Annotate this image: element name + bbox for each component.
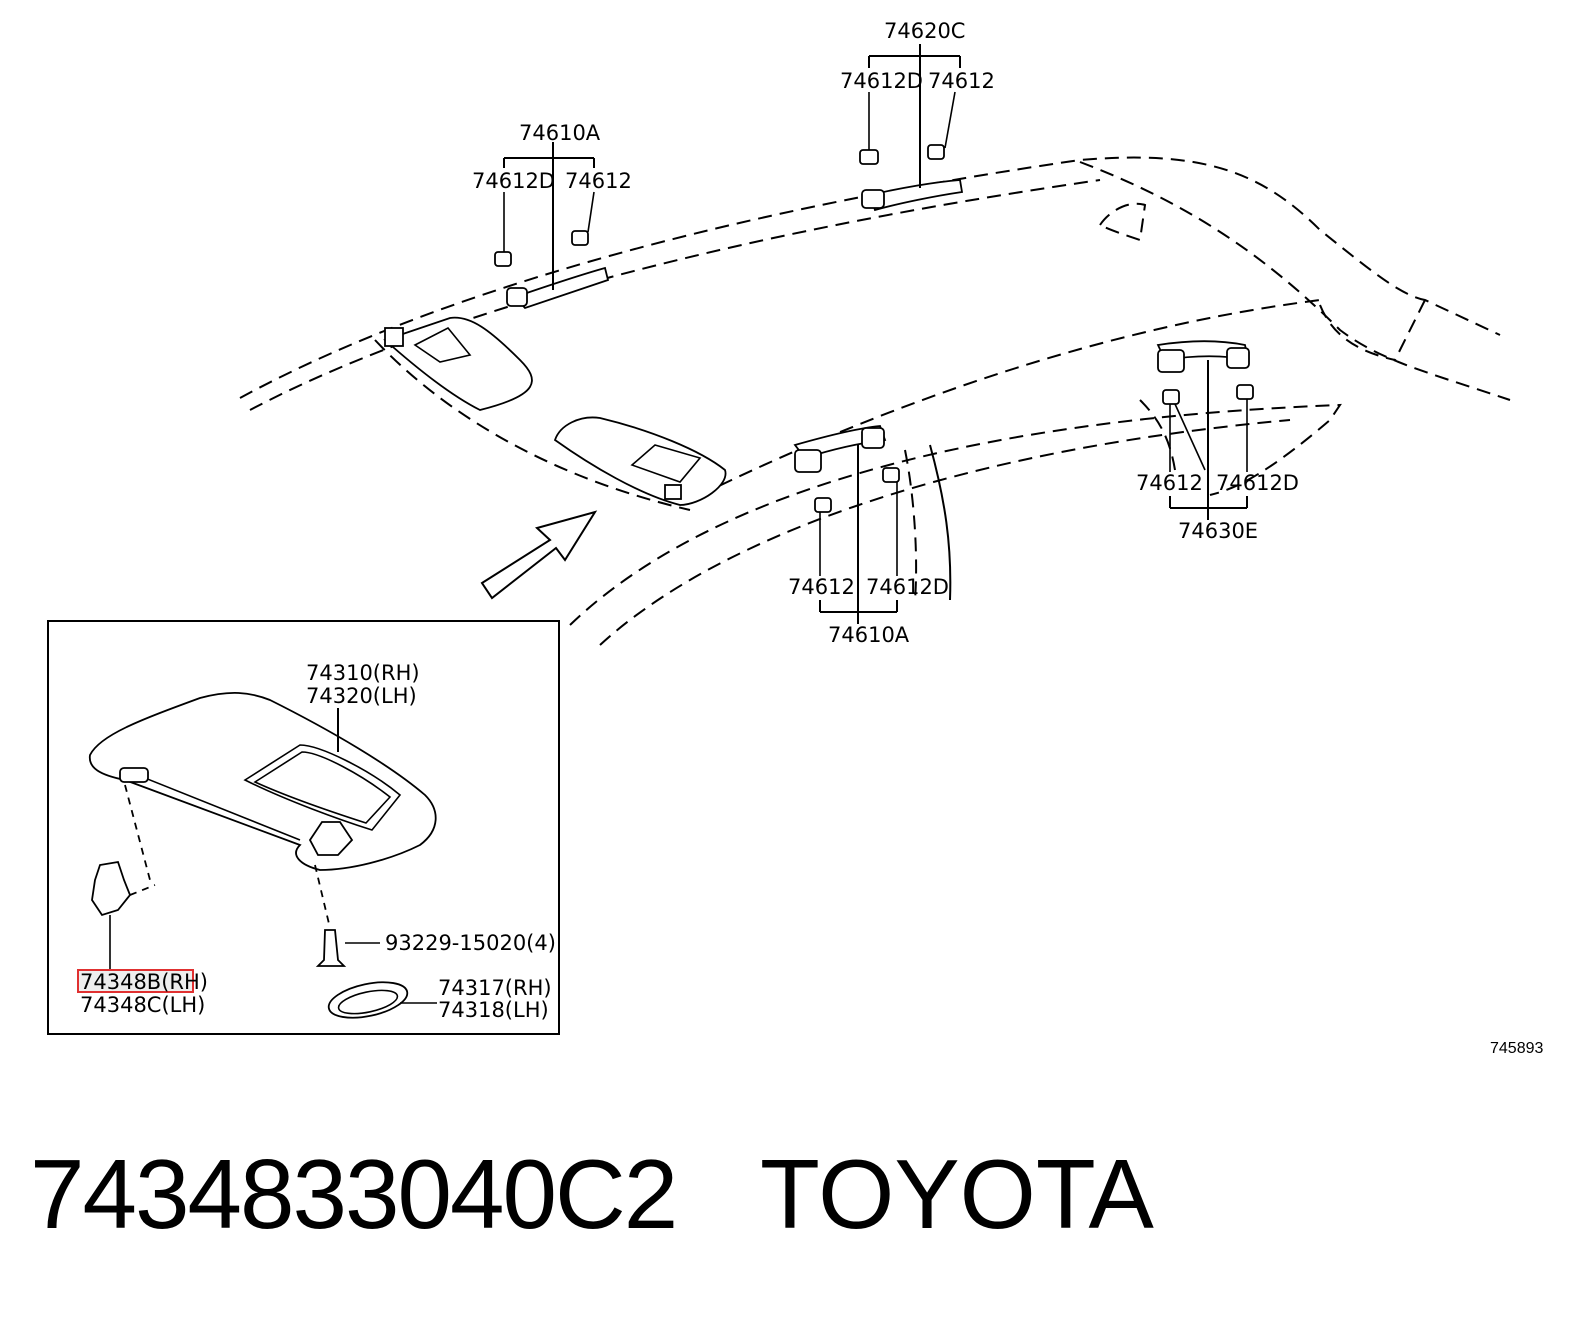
label-74317-rh: 74317(RH) — [438, 976, 552, 1000]
label-74310-rh: 74310(RH) — [306, 661, 420, 685]
label-74612: 74612 — [565, 169, 632, 193]
visor-left-roof — [383, 316, 533, 411]
label-74612D: 74612D — [1216, 471, 1299, 495]
label-74318-lh: 74318(LH) — [438, 998, 549, 1022]
arrow-icon — [480, 510, 598, 600]
label-74320-lh: 74320(LH) — [306, 684, 417, 708]
label-74612D: 74612D — [866, 575, 949, 599]
inset-screw — [315, 929, 347, 967]
label-74610A: 74610A — [828, 623, 910, 647]
brand-name: TOYOTA — [760, 1139, 1154, 1249]
label-74612D: 74612D — [840, 69, 923, 93]
label-74612: 74612 — [928, 69, 995, 93]
labels: 74620C 74612D 74612 74610A 74612D 74612 … — [77, 19, 1299, 1022]
roof-outline — [239, 156, 1511, 646]
label-74348B-rh: 74348B(RH) — [80, 970, 208, 994]
label-74348C-lh: 74348C(LH) — [80, 993, 205, 1017]
label-74612: 74612 — [1136, 471, 1203, 495]
callout-lines — [503, 44, 1248, 624]
inset-bracket — [91, 860, 132, 925]
diagram-ref-code: 745893 — [1490, 1040, 1544, 1057]
highlight-box — [77, 969, 194, 993]
grip-74610A-top — [494, 230, 610, 310]
label-74620C: 74620C — [884, 19, 965, 43]
label-74630E: 74630E — [1178, 519, 1258, 543]
inset-leaders — [109, 708, 437, 1004]
label-74610A: 74610A — [519, 121, 601, 145]
inset-box — [47, 620, 560, 1035]
inset-cover — [327, 981, 409, 1019]
label-93229: 93229-15020(4) — [385, 931, 556, 955]
part-number: 7434833040C2 — [30, 1139, 678, 1249]
label-74612D: 74612D — [472, 169, 555, 193]
grip-74620C — [859, 144, 964, 212]
grip-74630E — [1156, 340, 1254, 405]
label-74612: 74612 — [788, 575, 855, 599]
grip-74610A-bottom — [793, 425, 900, 513]
visor-right-roof — [553, 416, 727, 506]
inset-visor — [89, 692, 437, 871]
